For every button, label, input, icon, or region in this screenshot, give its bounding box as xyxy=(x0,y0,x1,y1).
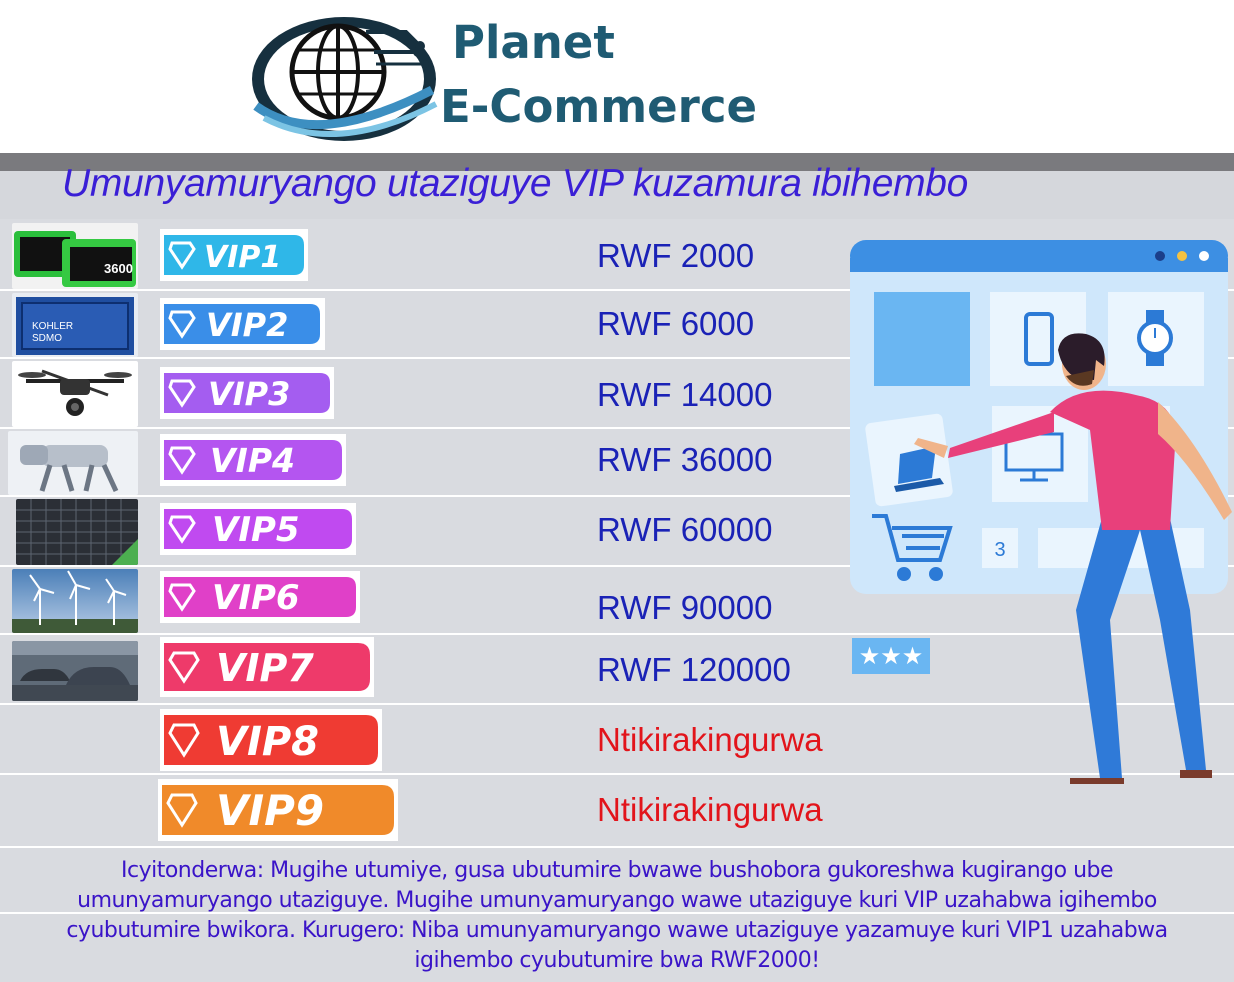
drone-image xyxy=(12,361,138,427)
vip-tier-row: VIP9 Ntikirakingurwa xyxy=(0,775,1234,846)
vip3-price: RWF 14000 xyxy=(597,376,773,413)
vip2-badge: VIP2 xyxy=(160,298,325,350)
phone-icon xyxy=(1024,312,1054,366)
brand-name-line2: E-Commerce xyxy=(440,80,758,133)
brand-name-line1: Planet xyxy=(452,16,615,69)
vip6-price: RWF 90000 xyxy=(597,589,773,626)
vip8-badge: VIP8 xyxy=(160,709,382,771)
online-shopping-illustration: 3 ★★★ xyxy=(850,240,1232,784)
vip7-badge: VIP7 xyxy=(160,637,374,697)
wind-turbines-image xyxy=(12,569,138,633)
globe-logo-icon xyxy=(252,17,438,141)
divider xyxy=(0,846,1234,848)
shopping-cart-icon xyxy=(872,514,953,581)
vip3-badge-label: VIP3 xyxy=(208,375,290,413)
vip9-badge-label: VIP9 xyxy=(216,786,324,835)
shopper-person-illustration xyxy=(914,333,1232,784)
referral-note: Icyitonderwa: Mugihe utumiye, gusa ubutu… xyxy=(66,858,1168,973)
divider xyxy=(0,912,1234,914)
vip7-badge-label: VIP7 xyxy=(216,646,314,690)
svg-text:3600: 3600 xyxy=(104,261,133,276)
vip-tier-list: 3600 VIP1 RWF 2000 KOHLER SDMO VIP2 xyxy=(0,219,1234,846)
vip1-badge-label: VIP1 xyxy=(204,240,281,275)
vip7-price: RWF 120000 xyxy=(597,651,791,688)
footer-note-panel xyxy=(0,846,1234,982)
vip9-badge: VIP9 xyxy=(158,779,398,841)
vip5-badge: VIP5 xyxy=(160,503,356,555)
cart-count: 3 xyxy=(994,539,1005,561)
vip-tier-row: VIP6 RWF 90000 xyxy=(0,567,1234,635)
vip1-price: RWF 2000 xyxy=(597,237,755,274)
page-title: Umunyamuryango utaziguye VIP kuzamura ib… xyxy=(62,162,969,205)
robot-dog-image xyxy=(8,431,138,495)
window-dot-icon xyxy=(1199,251,1209,261)
vip1-badge: VIP1 xyxy=(160,229,308,281)
vip5-badge-label: VIP5 xyxy=(212,510,300,550)
watch-icon xyxy=(1137,310,1173,366)
vip-tier-row: 3600 VIP1 RWF 2000 xyxy=(0,219,1234,291)
vip2-badge-label: VIP2 xyxy=(206,306,288,344)
vip9-status: Ntikirakingurwa xyxy=(597,791,823,828)
vip4-badge-label: VIP4 xyxy=(210,441,295,480)
vip5-price: RWF 60000 xyxy=(597,511,773,548)
battery-pack-image: 3600 xyxy=(12,223,138,289)
car-factory-image xyxy=(12,641,138,701)
solar-panel-image xyxy=(16,499,138,565)
header: Planet E-Commerce xyxy=(0,0,1234,153)
laptop-icon xyxy=(894,446,944,492)
vip-tier-row: VIP3 RWF 14000 xyxy=(0,359,1234,429)
vip8-status: Ntikirakingurwa xyxy=(597,721,823,758)
vip-tier-row: VIP8 Ntikirakingurwa xyxy=(0,705,1234,775)
svg-text:SDMO: SDMO xyxy=(32,333,62,344)
svg-text:KOHLER: KOHLER xyxy=(32,321,73,332)
title-bar xyxy=(0,153,1234,219)
vip2-price: RWF 6000 xyxy=(597,305,755,342)
vip8-badge-label: VIP8 xyxy=(216,719,319,765)
window-dot-icon xyxy=(1177,251,1187,261)
rating-stars-icon: ★★★ xyxy=(859,642,924,670)
vip-tier-row: VIP7 RWF 120000 xyxy=(0,635,1234,705)
generator-image: KOHLER SDMO xyxy=(12,293,138,357)
vip6-badge-label: VIP6 xyxy=(212,578,300,618)
vip-tier-row: KOHLER SDMO VIP2 RWF 6000 xyxy=(0,291,1234,359)
vip6-badge: VIP6 xyxy=(160,571,360,623)
vip3-badge: VIP3 xyxy=(160,367,334,419)
window-dot-icon xyxy=(1155,251,1165,261)
vip4-price: RWF 36000 xyxy=(597,441,773,478)
vip-tier-row: VIP4 RWF 36000 xyxy=(0,429,1234,497)
vip4-badge: VIP4 xyxy=(160,434,346,486)
vip-tier-row: VIP5 RWF 60000 xyxy=(0,497,1234,567)
